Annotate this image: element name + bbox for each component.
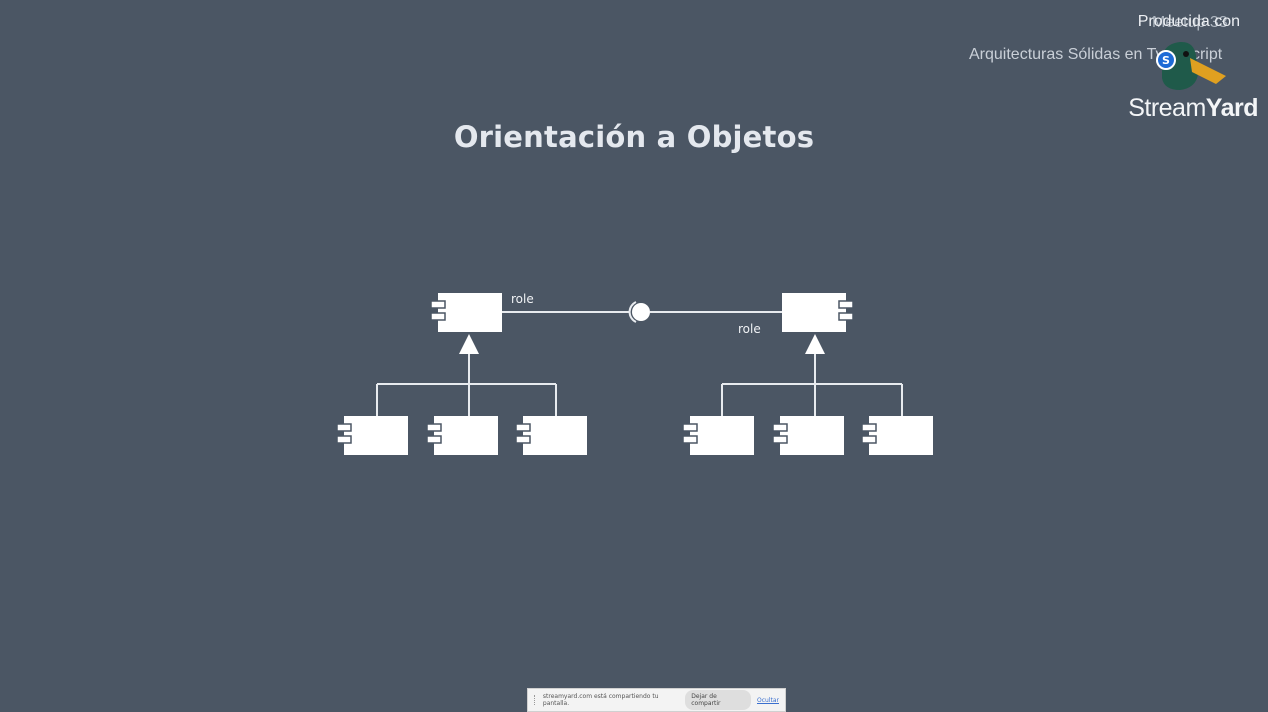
component-parent-right bbox=[782, 293, 854, 332]
brand-light-text: Stream bbox=[1128, 94, 1206, 122]
streamyard-brand: StreamYard bbox=[1128, 94, 1258, 123]
hide-link[interactable]: Ocultar bbox=[757, 696, 779, 704]
role-label-left: role bbox=[511, 292, 534, 306]
provided-interface-lollipop bbox=[632, 303, 650, 321]
component-child-left-3 bbox=[515, 416, 587, 455]
slide-title: Orientación a Objetos bbox=[453, 120, 815, 154]
component-child-right-2 bbox=[772, 416, 844, 455]
screen-share-bar: streamyard.com está compartiendo tu pant… bbox=[527, 688, 786, 712]
component-child-right-1 bbox=[682, 416, 754, 455]
component-parent-left bbox=[430, 293, 502, 332]
streamyard-duck-logo-icon: S bbox=[1156, 41, 1226, 90]
role-label-right: role bbox=[738, 322, 761, 336]
svg-text:S: S bbox=[1162, 54, 1170, 67]
brand-bold-text: Yard bbox=[1205, 94, 1259, 122]
drag-grip-icon[interactable] bbox=[534, 695, 537, 705]
meetup-caption: Meetup 33 bbox=[1152, 14, 1228, 31]
component-child-left-2 bbox=[426, 416, 498, 455]
component-child-left-1 bbox=[336, 416, 408, 455]
generalization-arrow-left bbox=[459, 334, 479, 354]
produced-with-label: Producida con bbox=[1137, 13, 1240, 30]
stop-sharing-button[interactable]: Dejar de compartir bbox=[685, 690, 751, 710]
share-message: streamyard.com está compartiendo tu pant… bbox=[542, 693, 659, 707]
component-child-right-3 bbox=[861, 416, 933, 455]
generalization-arrow-right bbox=[805, 334, 825, 354]
